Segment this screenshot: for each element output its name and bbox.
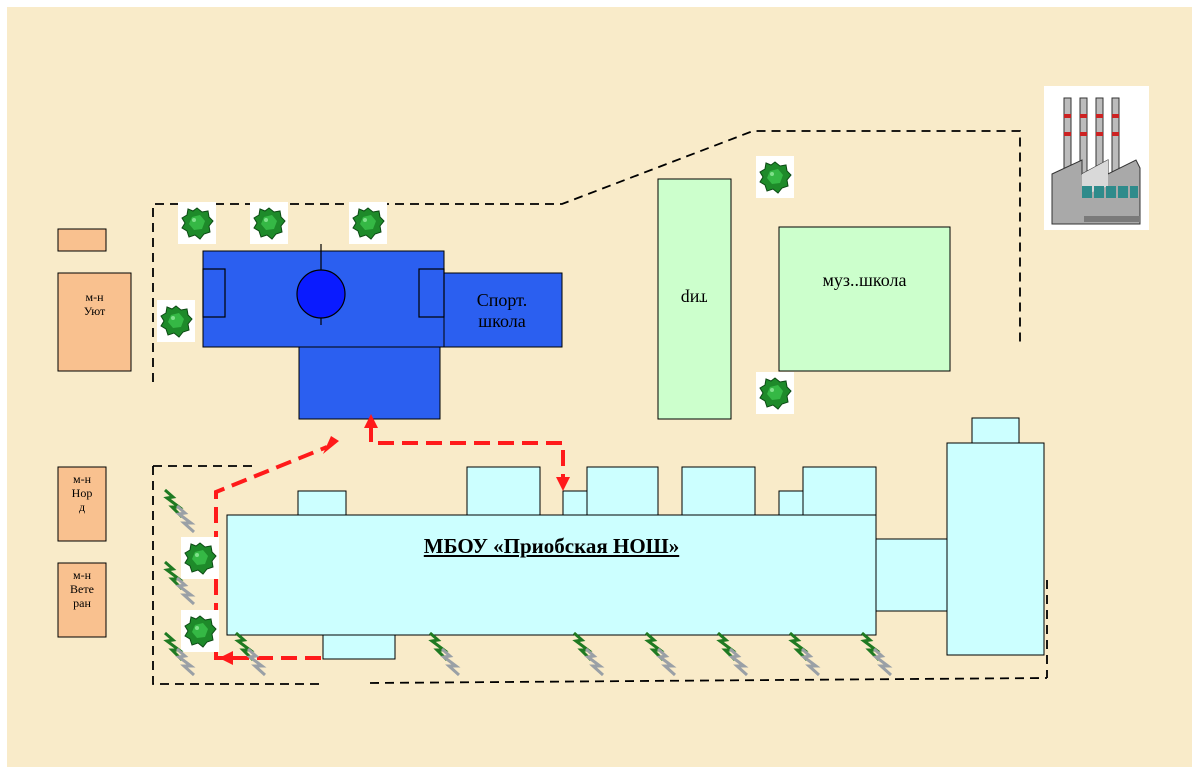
tree-icon <box>249 201 289 245</box>
tree-icon <box>348 201 388 245</box>
shop-uyut-line: Уют <box>83 303 106 318</box>
football-ball <box>296 269 346 319</box>
site-boundary <box>152 130 1048 685</box>
map-canvas <box>57 86 1149 685</box>
school-site-map: м-н Уют м-н Нор д м-н Вете ран Спорт. шк… <box>7 7 1192 767</box>
tir-building <box>657 178 732 420</box>
shop-veteran-label: м-н Вете ран <box>58 568 106 610</box>
shop-uyut <box>57 272 132 372</box>
music-school-label: муз..школа <box>779 270 950 291</box>
music-school-building <box>778 226 951 372</box>
shop-veteran-line: м-н <box>72 568 91 582</box>
lightning-icon <box>860 631 893 677</box>
shop-nord <box>57 466 107 542</box>
school-title: МБОУ «Приобская НОШ» <box>423 534 680 558</box>
music-school-text: муз..школа <box>822 270 907 290</box>
tree-icon <box>180 536 220 580</box>
shop-nord-label: м-н Нор д <box>58 472 106 514</box>
tree-icon <box>156 299 196 343</box>
lightning-icon <box>428 631 461 677</box>
shop-veteran-line: Вете <box>70 581 94 596</box>
shop-nord-line: Нор <box>71 485 93 500</box>
page-title: МБОУ «Приобская НОШ» <box>227 534 876 558</box>
shop-veteran-line: ран <box>73 595 91 610</box>
lightning-icon <box>788 631 821 677</box>
shop-nord-line: м-н <box>72 472 91 486</box>
lightning-icon <box>163 488 196 534</box>
shop-veteran <box>57 562 107 638</box>
tree-icon <box>755 371 795 415</box>
school-building <box>226 417 1045 660</box>
sport-school-line: школа <box>478 310 526 331</box>
lightning-icon <box>572 631 605 677</box>
lightning-icon <box>234 631 267 677</box>
shop-nord-line: д <box>78 499 86 514</box>
shop-uyut-label: м-н Уют <box>58 290 131 319</box>
tir-text: тир <box>680 289 708 310</box>
sport-school-building <box>202 250 563 420</box>
lightning-icon <box>716 631 749 677</box>
sport-school-line: Спорт. <box>476 290 528 310</box>
tree-icon <box>180 609 220 653</box>
factory-icon <box>1044 86 1149 230</box>
lightning-icon <box>644 631 677 677</box>
sport-school-label: Спорт. школа <box>447 290 557 331</box>
evacuation-route <box>214 426 565 660</box>
tir-label: тир <box>664 289 724 310</box>
shop-uyut-line: м-н <box>85 290 104 304</box>
small-kiosk <box>57 228 107 252</box>
tree-icon <box>755 155 795 199</box>
route-arrowheads <box>219 414 570 665</box>
tree-icon <box>177 201 217 245</box>
